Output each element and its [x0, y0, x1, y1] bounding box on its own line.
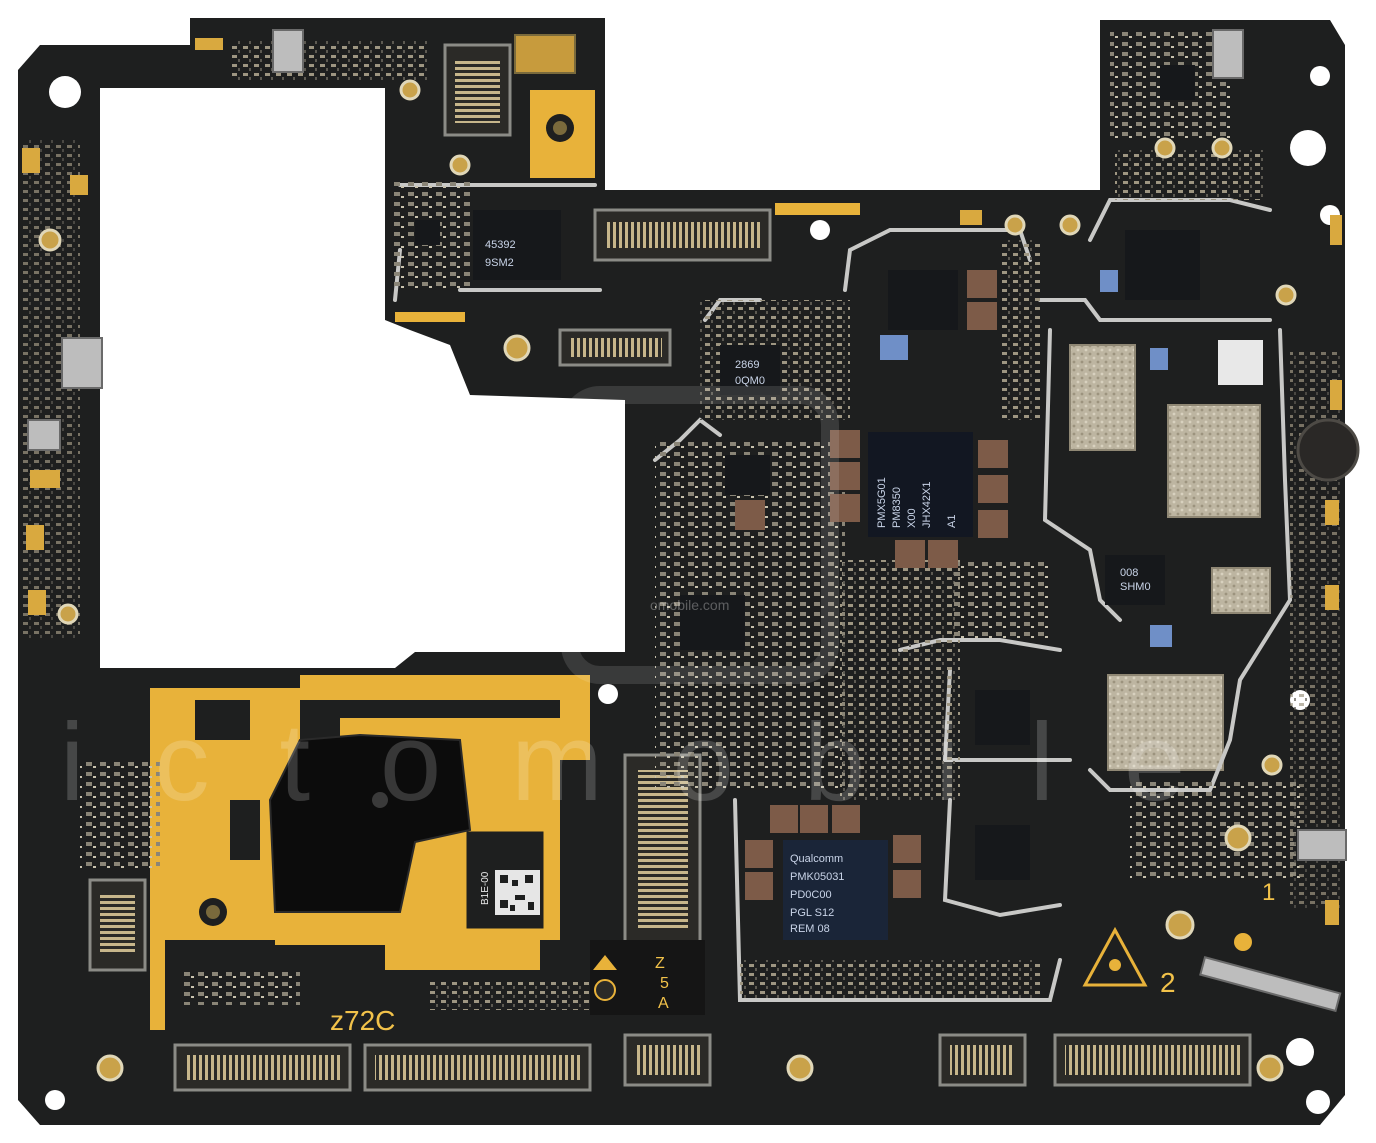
contact-springs: [22, 38, 1342, 925]
esd-warning-icon: [1082, 926, 1148, 987]
gold-pad-top: [395, 90, 860, 322]
watermark-small: omobile.com: [650, 597, 729, 613]
speaker-mesh: [1296, 418, 1360, 482]
amplifier-label-1: 45392: [485, 239, 516, 251]
pmic-chip-main: PMX5G01 PM8350 X00 JHX42X1 A1: [868, 432, 973, 537]
small-pm-label-2: 0QM0: [735, 375, 765, 387]
shield-cans: [1069, 340, 1271, 771]
qr-code-label: B1E-00: [480, 871, 491, 905]
right-ic: 008 SHM0: [1120, 567, 1151, 593]
board-code-label: z72C: [330, 1005, 395, 1036]
small-pm-label-1: 2869: [735, 359, 759, 371]
amplifier-label-2: 9SM2: [485, 257, 514, 269]
center-vertical-connector: [623, 753, 702, 947]
marker-5-label: 5: [660, 975, 669, 992]
qualcomm-chip: Qualcomm PMK05031 PD0C00 PGL S12 REM 08: [783, 840, 888, 940]
marker-1-label: 1: [1262, 879, 1275, 906]
qr-code: [495, 870, 540, 915]
pmic-label-5: A1: [946, 515, 958, 528]
dark-ics: [415, 65, 1200, 880]
marker-z5a: Z 5 A: [590, 940, 705, 1015]
watermark-logo: [561, 386, 839, 684]
marker-2-label: 2: [1160, 967, 1176, 998]
pmic-label-4: JHX42X1: [921, 482, 933, 528]
board-cutout: [100, 88, 625, 668]
qualcomm-label-5: REM 08: [790, 923, 830, 935]
gold-dot: [1234, 933, 1252, 951]
small-pm-chip: 2869 0QM0: [720, 345, 780, 395]
brown-capacitors: [735, 270, 1008, 900]
top-connectors: [443, 34, 772, 367]
pmic-label-2: PM8350: [891, 487, 903, 528]
pmic-label-3: X00: [906, 508, 918, 528]
marker-a-label: A: [658, 995, 669, 1012]
bottom-connectors: [88, 878, 1252, 1092]
qualcomm-label-3: PD0C00: [790, 889, 832, 901]
qualcomm-label-4: PGL S12: [790, 907, 834, 919]
pmic-label-1: PMX5G01: [876, 477, 888, 528]
silver-switches: [27, 29, 1347, 1013]
blue-components: [880, 270, 1172, 647]
right-ic-label-2: SHM0: [1120, 581, 1151, 593]
black-tape: [268, 733, 472, 913]
qualcomm-label-1: Qualcomm: [790, 853, 843, 865]
marker-z-label: Z: [655, 955, 665, 972]
amplifier-chip: 45392 9SM2: [473, 210, 561, 280]
qualcomm-label-2: PMK05031: [790, 871, 844, 883]
right-ic-label-1: 008: [1120, 567, 1138, 579]
watermark-text: ictomobile: [60, 701, 1255, 824]
